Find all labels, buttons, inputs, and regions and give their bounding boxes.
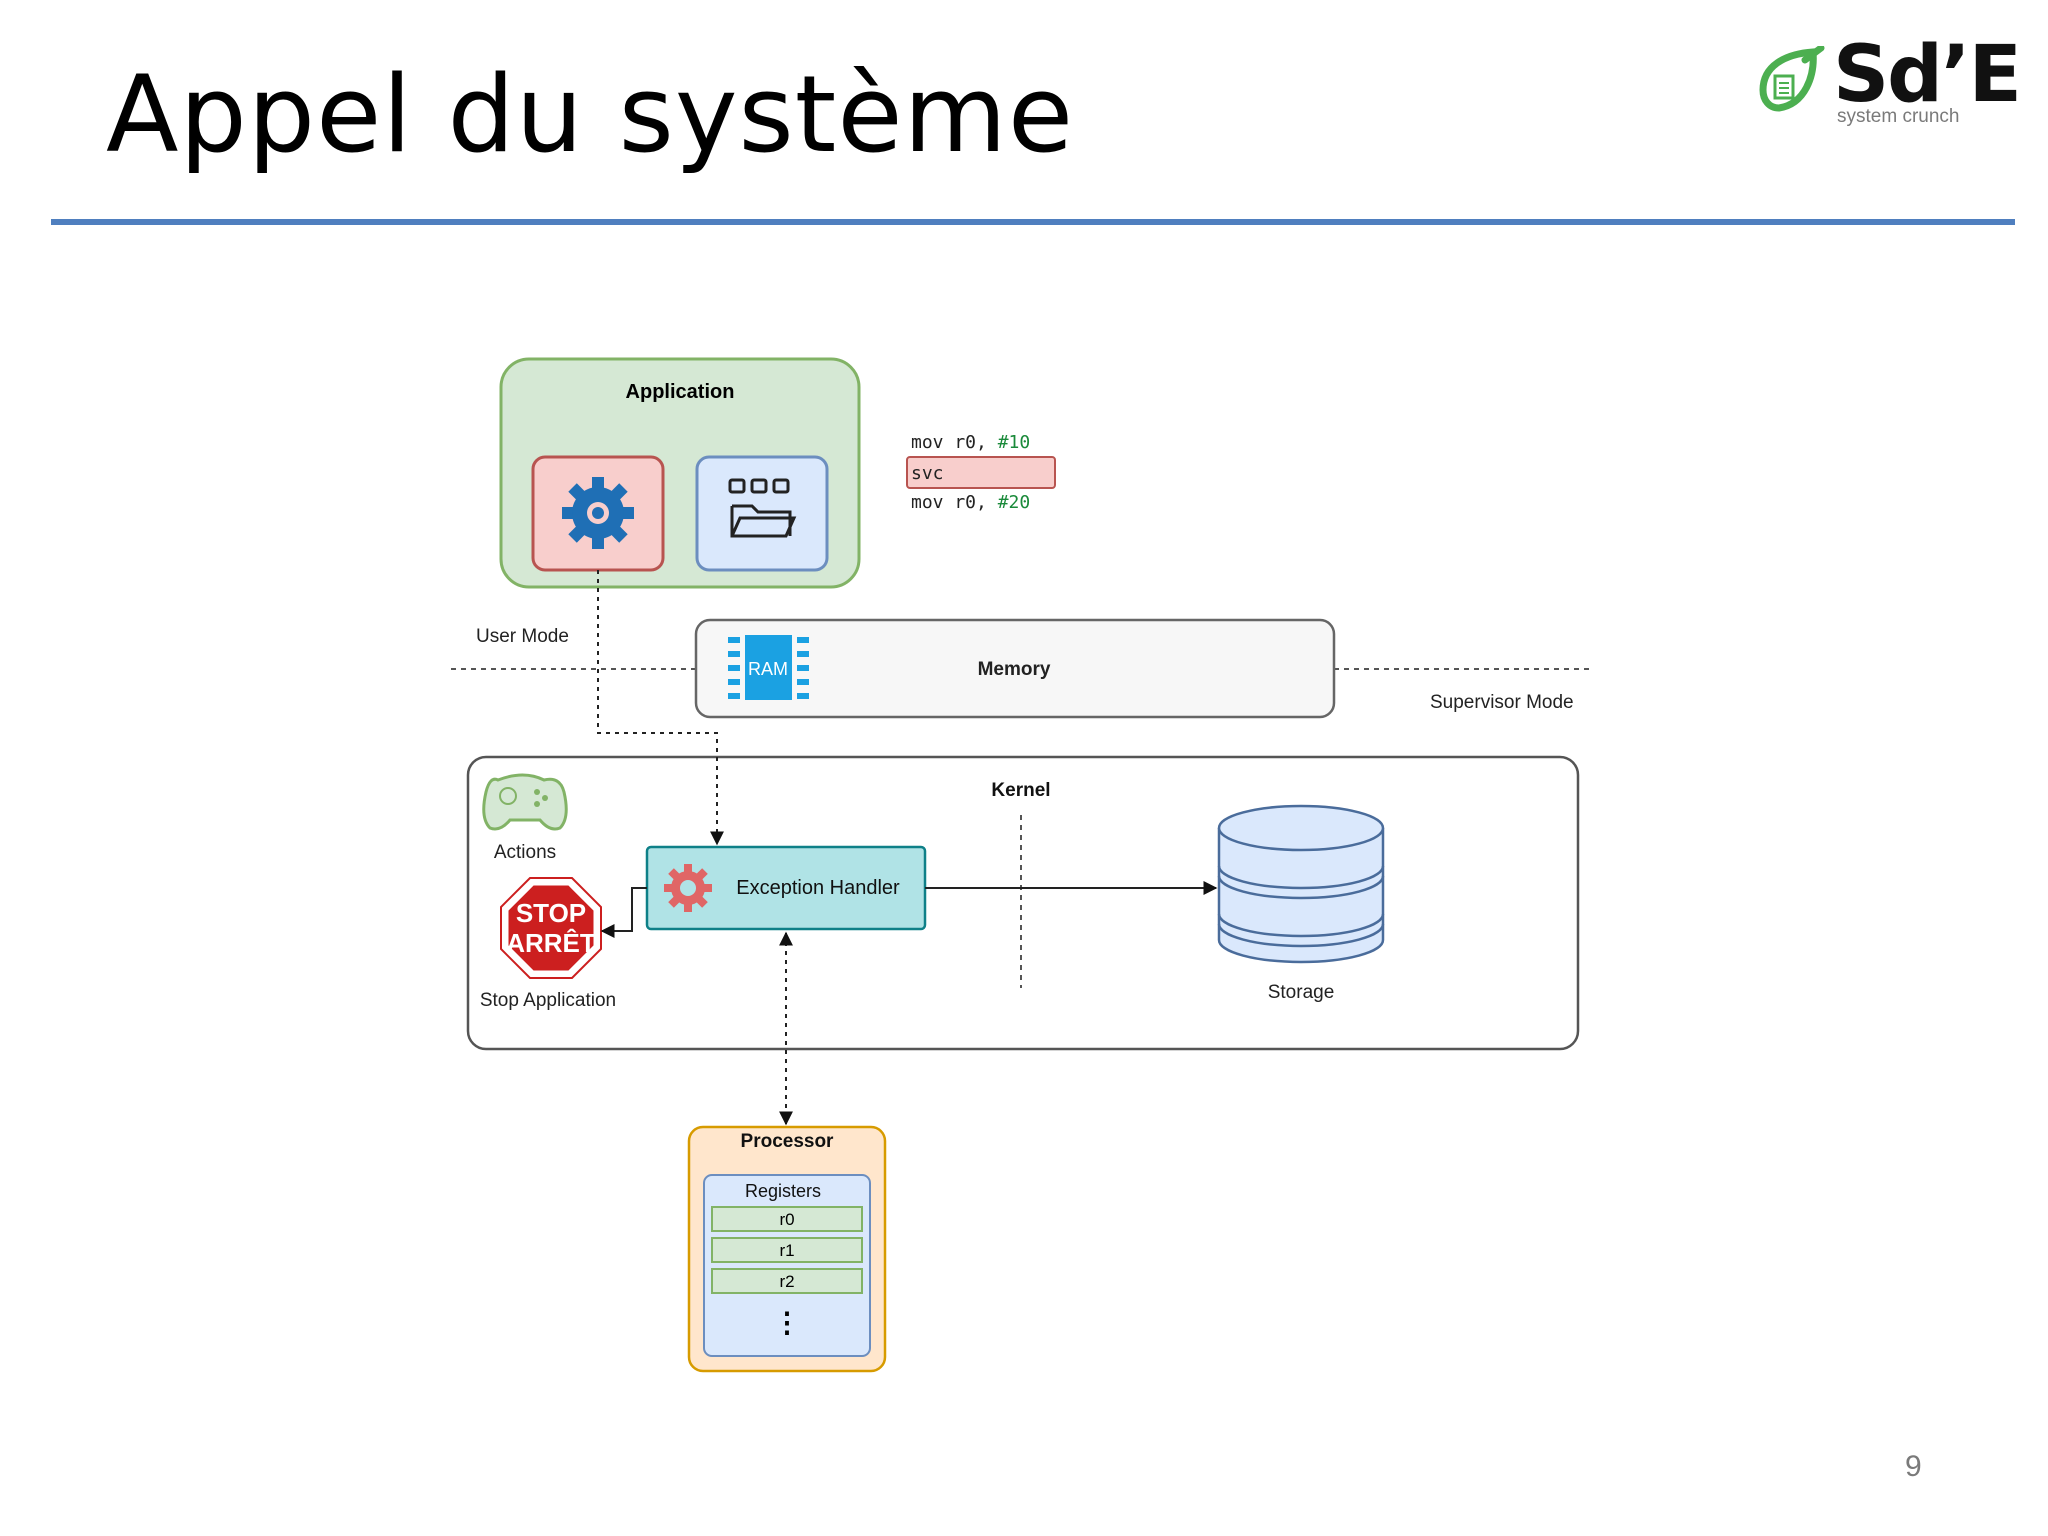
kernel-label: Kernel <box>991 780 1050 801</box>
stop-sign-icon: STOP ARRÊT <box>500 877 602 979</box>
storage-label: Storage <box>1268 982 1335 1003</box>
handler-to-stop-connector <box>600 887 647 938</box>
svc-trap-connector <box>597 570 724 846</box>
title-rule <box>51 219 2015 225</box>
code-line-3: mov r0, #20 <box>911 492 1030 513</box>
register-r0-box <box>711 1206 863 1232</box>
gear-icon <box>562 477 634 549</box>
folder-icon <box>728 478 797 538</box>
code-line-3-arg: #20 <box>998 492 1031 513</box>
memory-box <box>694 618 1336 719</box>
actions-label: Actions <box>494 842 556 863</box>
code-line-1: mov r0, #10 <box>911 432 1030 453</box>
memory-label: Memory <box>978 659 1051 680</box>
stop-sign-line2: ARRÊT <box>506 928 596 958</box>
exception-handler-label: Exception Handler <box>736 877 900 899</box>
register-r2-box <box>711 1268 863 1294</box>
red-gear-icon <box>664 864 712 912</box>
leaf-doc-icon <box>1759 46 1825 112</box>
registers-ellipsis: ⋮ <box>773 1307 801 1338</box>
code-line-3-op: mov r0, <box>911 492 998 513</box>
register-r0: r0 <box>779 1210 794 1229</box>
gamepad-icon <box>482 773 568 831</box>
storage-icon <box>1217 804 1385 964</box>
logo: Sd’E system crunch <box>1755 36 2025 136</box>
page-number: 9 <box>1905 1450 1922 1483</box>
code-line-2: svc <box>911 463 944 484</box>
register-r1: r1 <box>779 1241 794 1260</box>
logo-subtitle: system crunch <box>1837 106 1960 127</box>
slide-title: Appel du système <box>106 53 1075 176</box>
application-label: Application <box>626 381 735 403</box>
register-r2: r2 <box>779 1272 794 1291</box>
code-line-1-arg: #10 <box>998 432 1031 453</box>
stop-sign-line1: STOP <box>516 898 586 928</box>
logo-text: Sd’E <box>1833 30 2022 120</box>
supervisor-mode-label: Supervisor Mode <box>1430 692 1574 713</box>
ram-chip-icon: RAM <box>728 635 809 700</box>
ram-chip-label: RAM <box>748 659 788 679</box>
code-line-1-op: mov r0, <box>911 432 998 453</box>
processor-label: Processor <box>741 1131 835 1152</box>
svc-highlight <box>906 456 1056 489</box>
registers-label: Registers <box>745 1181 821 1201</box>
user-mode-label: User Mode <box>476 626 569 647</box>
stop-application-label: Stop Application <box>480 990 616 1011</box>
register-r1-box <box>711 1237 863 1263</box>
